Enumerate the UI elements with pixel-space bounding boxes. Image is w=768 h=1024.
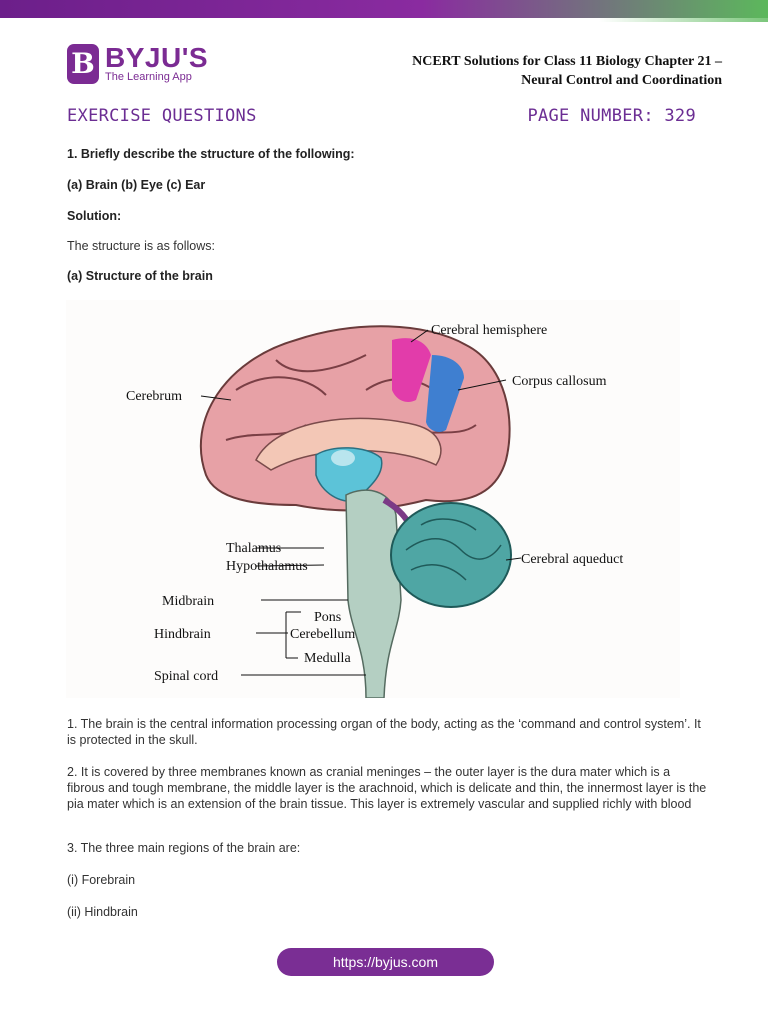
- document-header: NCERT Solutions for Class 11 Biology Cha…: [362, 52, 722, 90]
- point-forebrain: (i) Forebrain: [67, 873, 136, 887]
- page-number: PAGE NUMBER: 329: [527, 106, 696, 126]
- point-hindbrain: (ii) Hindbrain: [67, 905, 138, 919]
- label-corpus-callosum: Corpus callosum: [512, 374, 607, 389]
- section-title: EXERCISE QUESTIONS: [67, 106, 257, 126]
- brainstem-shape: [345, 489, 402, 698]
- label-cerebral-hemisphere: Cerebral hemisphere: [431, 323, 547, 338]
- label-pons: Pons: [314, 610, 341, 625]
- brain-diagram: Cerebral hemisphere Corpus callosum Cere…: [66, 300, 680, 698]
- cerebellum-folia: [405, 518, 502, 581]
- question-parts: (a) Brain (b) Eye (c) Ear: [67, 178, 206, 192]
- point-3: 3. The three main regions of the brain a…: [67, 841, 301, 855]
- top-banner: [0, 0, 768, 22]
- point-1: 1. The brain is the central information …: [67, 717, 701, 747]
- label-medulla: Medulla: [304, 651, 351, 666]
- question-text: 1. Briefly describe the structure of the…: [67, 147, 355, 161]
- solution-intro: The structure is as follows:: [67, 239, 215, 253]
- subheading-brain: (a) Structure of the brain: [67, 269, 213, 283]
- header-title-line-1: NCERT Solutions for Class 11 Biology Cha…: [412, 54, 722, 69]
- website-link[interactable]: https://byjus.com: [277, 948, 494, 976]
- label-hindbrain: Hindbrain: [154, 627, 211, 642]
- cerebral-hemisphere-region: [392, 338, 431, 402]
- byjus-logo[interactable]: B BYJU'S The Learning App: [67, 42, 257, 88]
- cerebellum-shape: [390, 502, 512, 608]
- solution-label: Solution:: [67, 209, 122, 223]
- point-2: 2. It is covered by three membranes know…: [67, 765, 707, 811]
- logo-tagline: The Learning App: [105, 71, 192, 83]
- logo-badge: B: [67, 44, 99, 84]
- label-cerebral-aqueduct: Cerebral aqueduct: [521, 552, 623, 567]
- label-spinal-cord: Spinal cord: [154, 669, 218, 684]
- header-title-line-2: Neural Control and Coordination: [521, 73, 722, 88]
- label-cerebrum: Cerebrum: [126, 389, 182, 404]
- label-thalamus: Thalamus: [226, 541, 281, 556]
- label-hypothalamus: Hypothalamus: [226, 559, 308, 574]
- logo-name: BYJU'S: [105, 42, 209, 73]
- brain-diagram-svg: Cerebral hemisphere Corpus callosum Cere…: [66, 300, 680, 698]
- corpus-callosum-region: [426, 355, 464, 433]
- leader-lines: [200, 329, 522, 676]
- ventricle-shape: [331, 450, 355, 466]
- label-midbrain: Midbrain: [162, 594, 214, 609]
- label-cerebellum: Cerebellum: [290, 627, 355, 642]
